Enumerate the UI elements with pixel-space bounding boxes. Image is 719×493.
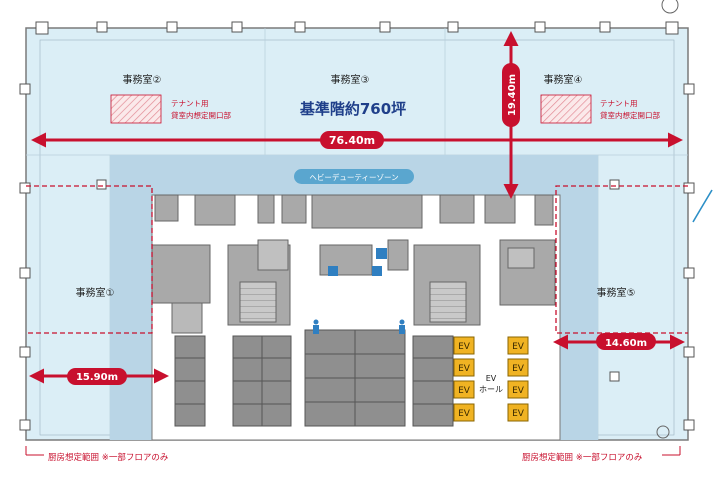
headline: 基準階約760坪 (299, 100, 406, 118)
heavy-duty-zone-pill (294, 169, 414, 184)
ev-hall-label-1: EV (486, 374, 497, 383)
room-label-5: 事務室⑤ (597, 286, 636, 299)
tenant-note-left-1: テナント用 (171, 99, 209, 108)
ev-label: EV (512, 386, 525, 396)
ev-label: EV (512, 342, 525, 352)
dim-depth-badge (502, 63, 520, 127)
elevator-banks (174, 329, 454, 427)
room-label-1: 事務室① (76, 286, 115, 299)
tenant-note-right-2: 貸室内想定開口部 (600, 110, 660, 120)
ev-label: EV (458, 364, 471, 374)
ev-hall-label-2: ホール (479, 385, 503, 394)
dim-left-badge (67, 368, 127, 385)
tenant-note-left-2: 貸室内想定開口部 (171, 110, 231, 120)
ev-label: EV (458, 386, 471, 396)
room-label-4: 事務室④ (544, 73, 583, 86)
ev-label: EV (458, 409, 471, 419)
dim-right-badge (596, 333, 656, 350)
kitchen-note-left: 厨房想定範囲 ※一部フロアのみ (48, 453, 169, 463)
ev-label: EV (512, 409, 525, 419)
accessible-toilet-icon (328, 248, 387, 276)
ev-car (507, 358, 529, 377)
corner-marks (656, 0, 679, 439)
ev-label: EV (512, 364, 525, 374)
kitchen-zone-left (26, 185, 153, 334)
kitchen-note-right: 厨房想定範囲 ※一部フロアのみ (522, 453, 643, 463)
restroom-person-icon (313, 319, 405, 334)
ev-car (453, 380, 475, 399)
dim-right-label: 14.60m (605, 338, 647, 349)
dim-depth-label: 19.40m (507, 74, 518, 116)
ev-car (453, 403, 475, 422)
room-label-2: 事務室② (123, 73, 162, 86)
tenant-opening-right (540, 94, 592, 124)
perimeter-columns (19, 21, 695, 431)
room-label-3: 事務室③ (331, 73, 370, 86)
tenant-opening-left (110, 94, 162, 124)
dim-left-label: 15.90m (76, 372, 118, 383)
ev-label: EV (458, 342, 471, 352)
ev-car (507, 336, 529, 355)
ev-car (453, 336, 475, 355)
ev-car (507, 403, 529, 422)
tenant-note-right-1: テナント用 (600, 99, 638, 108)
pointer-curve (692, 189, 713, 223)
ev-cars (453, 336, 529, 422)
dim-width-label: 76.40m (329, 134, 375, 147)
ev-car (507, 380, 529, 399)
dim-width-badge (320, 131, 384, 149)
ev-car (453, 358, 475, 377)
heavy-duty-zone-label: ヘビーデューティーゾーン (309, 172, 398, 182)
